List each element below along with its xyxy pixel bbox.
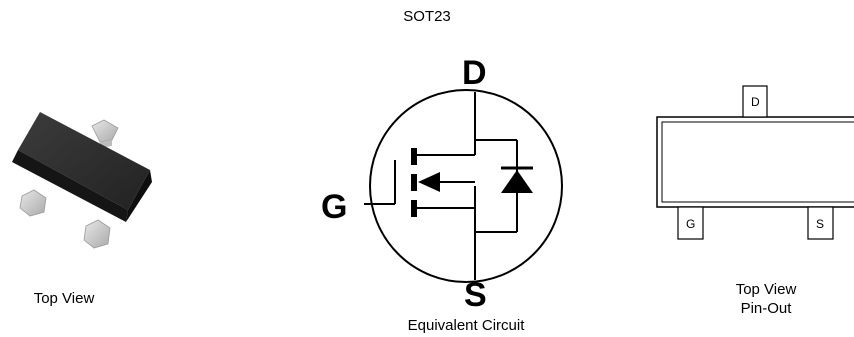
- pinout-body: [656, 116, 854, 208]
- package-lead-gate: [19, 189, 47, 217]
- body-arrow: [418, 172, 440, 192]
- center-caption: Equivalent Circuit: [407, 317, 525, 334]
- pin-gate-box: [677, 206, 704, 240]
- pin-gate-label: G: [686, 217, 696, 231]
- right-caption: Top View Pin-Out: [706, 280, 826, 318]
- pin-drain-box: [742, 85, 768, 118]
- diagram-title: SOT23: [403, 8, 451, 25]
- channel-segment-bottom: [411, 200, 417, 217]
- gate-label: G: [321, 188, 348, 226]
- source-label: S: [464, 276, 487, 314]
- pin-source-box: [807, 206, 834, 240]
- package-body: [12, 112, 152, 222]
- right-caption-line2: Pin-Out: [740, 300, 792, 317]
- pin-source-label: S: [816, 217, 825, 231]
- package-lead-source: [83, 219, 111, 249]
- symbol-circle: [369, 89, 563, 283]
- drain-label: D: [462, 54, 487, 92]
- left-caption: Top View: [33, 290, 95, 307]
- right-caption-line1: Top View: [735, 281, 797, 298]
- pinout-body-inner: [661, 121, 854, 203]
- body-diode-triangle: [501, 170, 533, 193]
- channel-segment-middle: [411, 174, 417, 191]
- pin-drain-label: D: [751, 95, 760, 109]
- channel-segment-top: [411, 148, 417, 165]
